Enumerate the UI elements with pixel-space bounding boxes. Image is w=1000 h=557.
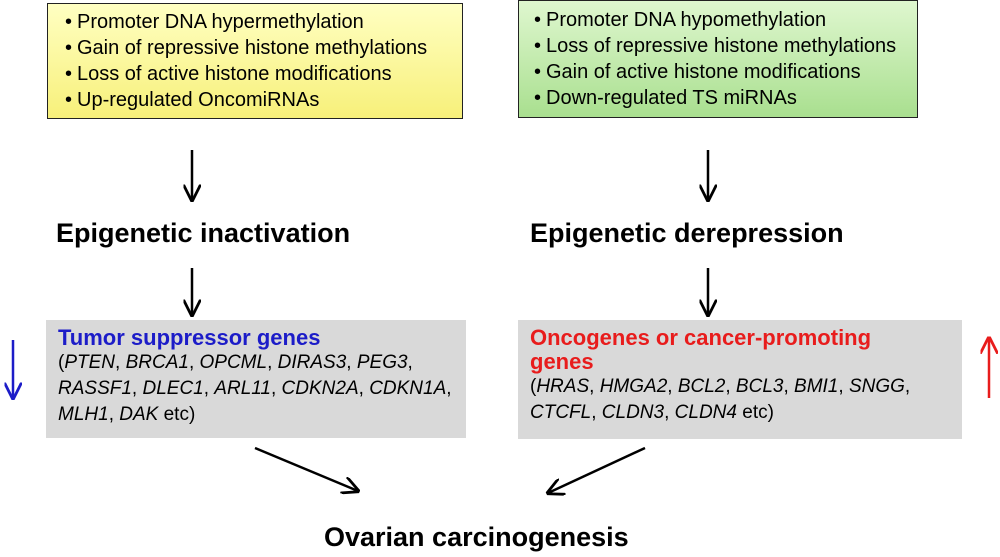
gene-name: CLDN4 [674,402,737,423]
left-mechanism-item: Up-regulated OncomiRNAs [60,87,462,113]
gene-name: BCL2 [677,376,726,397]
gene-name: DLEC1 [142,378,204,399]
right-mechanism-item: Promoter DNA hypomethylation [529,7,917,33]
genes-suffix: etc) [742,402,774,423]
left-genes-list: (PTEN, BRCA1, OPCML, DIRAS3, PEG3, RASSF… [58,352,452,425]
arrow-right-bottom [548,446,646,493]
left-mechanism-item: Gain of repressive histone methylations [60,35,462,61]
left-mechanism-item: Loss of active histone modifications [60,61,462,87]
arrow-left-bottom [254,446,358,491]
gene-name: RASSF1 [58,378,132,399]
gene-name: DIRAS3 [277,352,347,373]
right-mechanisms-box: Promoter DNA hypomethylation Loss of rep… [518,0,918,118]
right-genes-list: (HRAS, HMGA2, BCL2, BCL3, BMI1, SNGG, CT… [530,376,911,423]
gene-name: CDKN1A [369,378,447,399]
right-genes-title: Oncogenes or cancer-promoting genes [530,325,872,374]
gene-name: CLDN3 [601,402,665,423]
left-heading: Epigenetic inactivation [56,218,351,248]
right-mechanism-item: Loss of repressive histone methylations [529,33,917,59]
gene-name: HMGA2 [599,376,668,397]
gene-name: BRCA1 [125,352,189,373]
left-mechanism-item: Promoter DNA hypermethylation [60,9,462,35]
gene-name: BMI1 [794,376,839,397]
gene-name: OPCML [199,352,268,373]
right-mechanism-item: Gain of active histone modifications [529,59,917,85]
genes-suffix: etc) [163,404,196,425]
left-genes-box: Tumor suppressor genes (PTEN, BRCA1, OPC… [46,320,466,438]
gene-name: DAK [119,404,159,425]
gene-name: PEG3 [356,352,408,373]
left-mechanisms-box: Promoter DNA hypermethylation Gain of re… [47,3,463,119]
bottom-label: Ovarian carcinogenesis [324,522,629,552]
gene-name: SNGG [848,376,905,397]
gene-name: BCL3 [735,376,784,397]
gene-name: HRAS [536,376,590,397]
gene-name: CTCFL [530,402,592,423]
right-mechanism-item: Down-regulated TS miRNAs [529,85,917,111]
gene-name: PTEN [64,352,116,373]
right-heading: Epigenetic derepression [530,218,844,248]
left-genes-title: Tumor suppressor genes [58,325,321,350]
gene-name: MLH1 [58,404,109,425]
gene-name: CDKN2A [281,378,359,399]
gene-name: ARL11 [214,378,271,399]
right-genes-box: Oncogenes or cancer-promoting genes (HRA… [518,320,962,439]
